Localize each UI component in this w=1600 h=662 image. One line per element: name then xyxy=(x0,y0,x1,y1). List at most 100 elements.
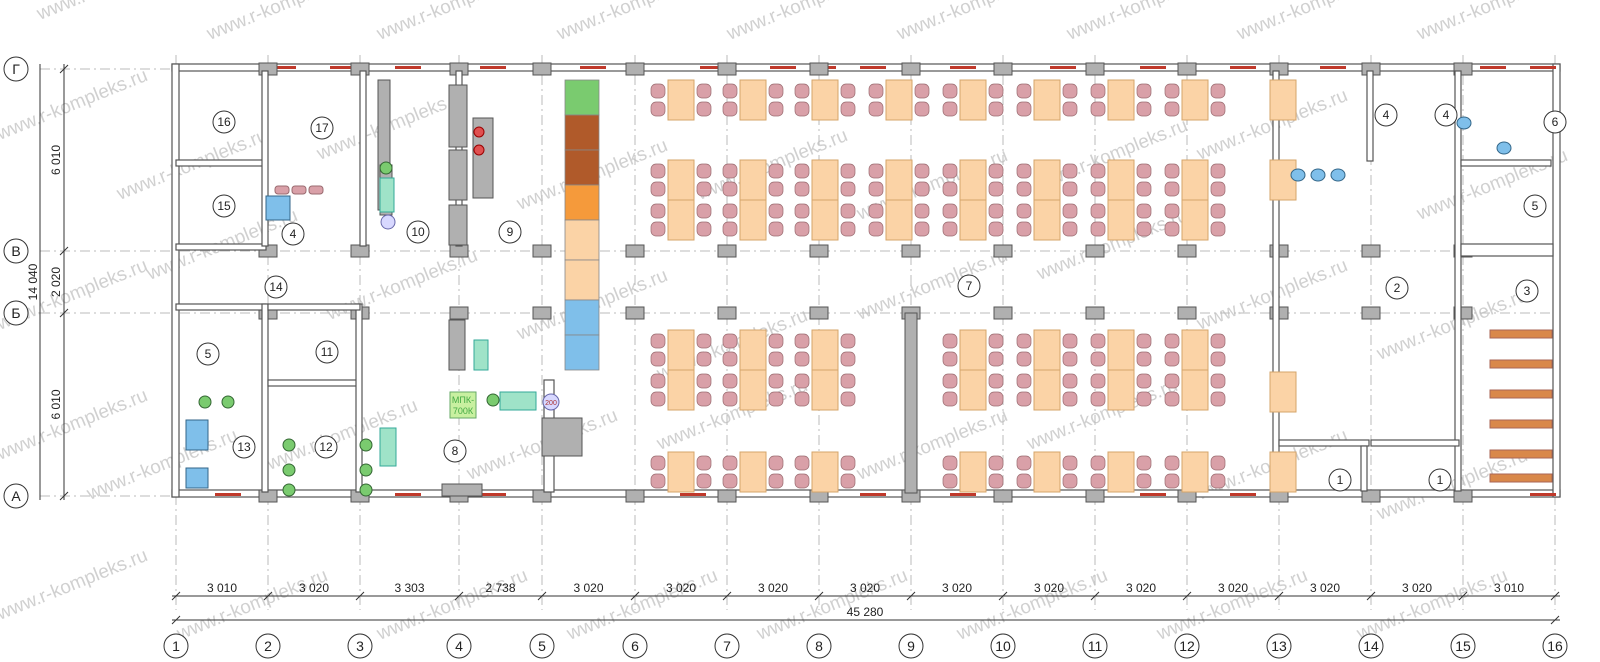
column xyxy=(993,244,1013,258)
chair xyxy=(1062,333,1078,349)
column xyxy=(532,62,552,76)
chair xyxy=(696,373,712,389)
chair xyxy=(722,373,738,389)
dining-table xyxy=(1269,79,1297,121)
chair xyxy=(942,391,958,407)
row-dimension: 6 010 xyxy=(49,389,63,419)
wall xyxy=(175,243,267,251)
room-number-circle xyxy=(406,220,430,244)
room-number: 15 xyxy=(217,199,231,213)
chair xyxy=(1136,455,1152,471)
watermark-text: www.r-kompleks.ru xyxy=(1413,145,1571,225)
chair xyxy=(1164,351,1180,367)
column xyxy=(901,62,921,76)
dining-table xyxy=(811,199,839,241)
chair xyxy=(794,163,810,179)
chair xyxy=(1090,333,1106,349)
dimension-tick xyxy=(1274,591,1284,601)
column-axis-label: 2 xyxy=(264,638,272,654)
dimension-tick xyxy=(1458,591,1468,601)
chair xyxy=(1210,83,1226,99)
dimension-tick xyxy=(171,615,181,625)
dining-table xyxy=(739,159,767,201)
axis-circle xyxy=(1358,633,1384,659)
column xyxy=(1453,489,1473,503)
chair xyxy=(650,351,666,367)
dimension-tick xyxy=(171,591,181,601)
axis-circle xyxy=(1450,633,1476,659)
rack-circle xyxy=(542,393,560,411)
chair xyxy=(1062,101,1078,117)
chair xyxy=(1164,391,1180,407)
window-mark xyxy=(270,66,296,69)
chair xyxy=(722,455,738,471)
column xyxy=(717,62,737,76)
axis-circle xyxy=(3,56,29,82)
room-number: 1 xyxy=(1337,473,1344,487)
chair xyxy=(868,163,884,179)
chair xyxy=(722,101,738,117)
chair xyxy=(988,203,1004,219)
column xyxy=(1085,62,1105,76)
window-mark xyxy=(1050,66,1076,69)
dining-table xyxy=(811,159,839,201)
chair xyxy=(1210,333,1226,349)
stove-burner xyxy=(473,144,485,156)
dining-table xyxy=(1181,79,1209,121)
room-number: 11 xyxy=(321,345,334,359)
rack-circle xyxy=(380,214,396,230)
watermark-text: www.r-kompleks.ru xyxy=(1413,0,1571,45)
row-axis-label: А xyxy=(11,488,21,504)
shower xyxy=(185,467,209,489)
chair xyxy=(1062,181,1078,197)
dining-table xyxy=(1269,451,1297,493)
toilet xyxy=(1290,168,1306,182)
window-mark xyxy=(1530,66,1556,69)
chair xyxy=(1210,373,1226,389)
sink xyxy=(379,177,395,213)
chair xyxy=(794,203,810,219)
chair xyxy=(794,221,810,237)
watermark-text: www.r-kompleks.ru xyxy=(173,565,331,645)
column-axis-label: 10 xyxy=(995,638,1011,654)
room-number-circle xyxy=(498,220,522,244)
chair xyxy=(1210,101,1226,117)
column xyxy=(717,489,737,503)
dining-table xyxy=(959,369,987,411)
dimension-tick xyxy=(59,308,69,318)
chair xyxy=(988,455,1004,471)
watermark-text: www.r-kompleks.ru xyxy=(1233,0,1391,45)
window-mark xyxy=(1530,493,1556,496)
chair xyxy=(988,373,1004,389)
coat-rack xyxy=(1489,419,1553,429)
column-axis-label: 4 xyxy=(455,638,463,654)
serving-counter xyxy=(564,114,600,151)
window-mark xyxy=(860,493,886,496)
dimension-tick xyxy=(906,591,916,601)
dining-table xyxy=(959,79,987,121)
chair xyxy=(696,163,712,179)
axis-circle xyxy=(163,633,189,659)
column xyxy=(625,62,645,76)
row-axis-label: Г xyxy=(12,61,20,77)
chair xyxy=(1210,391,1226,407)
chair xyxy=(1136,221,1152,237)
axis-circle xyxy=(446,633,472,659)
chair xyxy=(696,351,712,367)
window-mark xyxy=(1140,493,1166,496)
column-dimension: 3 020 xyxy=(573,581,603,595)
chair xyxy=(1210,221,1226,237)
partition-wall xyxy=(904,312,918,494)
watermark-text: www.r-kompleks.ru xyxy=(723,0,881,45)
room-number-circle xyxy=(314,435,338,459)
dining-table xyxy=(1181,199,1209,241)
column-axis-label: 12 xyxy=(1179,638,1195,654)
chair xyxy=(1164,455,1180,471)
chair xyxy=(840,203,856,219)
chair xyxy=(1210,203,1226,219)
kitchen-equipment xyxy=(448,204,468,246)
equipment-round xyxy=(359,483,373,497)
chair xyxy=(650,203,666,219)
